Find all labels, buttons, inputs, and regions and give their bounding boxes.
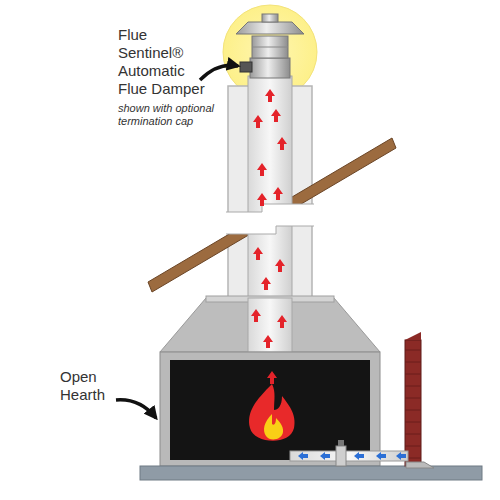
cap-top (262, 14, 278, 22)
callout-label: Open Hearth (60, 368, 130, 404)
smoke-arrow (267, 371, 277, 384)
air-damper (336, 446, 346, 466)
smoke-flow-arrows (251, 89, 287, 384)
termination-cap (236, 22, 304, 34)
callout-note: shown with optional termination cap (118, 102, 218, 128)
damper-body (250, 58, 290, 78)
brick-wall (405, 340, 421, 466)
air-arrow (354, 452, 364, 460)
flue-pipe (248, 298, 292, 352)
smoke-arrow (257, 163, 267, 176)
outside-air-pipe (290, 451, 408, 461)
mortar-line (405, 374, 421, 375)
brick-mortar (405, 350, 421, 458)
smoke-arrow (265, 89, 275, 102)
brick-wall-top (405, 332, 421, 340)
mortar-line (405, 398, 421, 399)
smoke-arrow (253, 115, 263, 128)
smoke-arrow (263, 335, 273, 348)
firebox-opening (170, 360, 370, 460)
smoke-arrow (275, 259, 285, 272)
cap-collar (252, 36, 288, 58)
smoke-arrow (273, 187, 283, 200)
mortar-line (405, 350, 421, 351)
cap-seam (252, 47, 288, 48)
flame-inner (264, 414, 283, 439)
mortar-line (405, 386, 421, 387)
smoke-arrow (271, 109, 281, 122)
mortar-line (405, 362, 421, 363)
air-arrow (376, 452, 386, 460)
smoke-arrow (277, 137, 287, 150)
flue-pipe (248, 76, 292, 298)
air-arrow (298, 452, 308, 460)
firebox-frame (160, 352, 380, 466)
air-arrow (396, 452, 406, 460)
smoke-arrow (251, 309, 261, 322)
air-inlet-hood (406, 462, 434, 468)
pipe-break (226, 204, 314, 234)
damper-motor (240, 62, 252, 72)
hearth-hood (160, 298, 380, 352)
mortar-line (405, 434, 421, 435)
air-damper-knob (338, 440, 344, 446)
flame-outer (249, 384, 294, 441)
smoke-arrow (257, 193, 267, 206)
air-flow-arrows (298, 452, 406, 460)
break-line (226, 226, 314, 234)
callout-label: Flue Sentinel® Automatic Flue Damper (118, 26, 214, 98)
mortar-line (405, 446, 421, 447)
mortar-line (405, 410, 421, 411)
air-arrow (320, 452, 330, 460)
smoke-arrow (253, 247, 263, 260)
break-line (226, 204, 314, 212)
callout-arrow (116, 400, 156, 418)
smoke-arrow (261, 277, 271, 290)
mortar-line (405, 422, 421, 423)
callout-arrow (200, 65, 238, 80)
smoke-arrow (277, 315, 287, 328)
